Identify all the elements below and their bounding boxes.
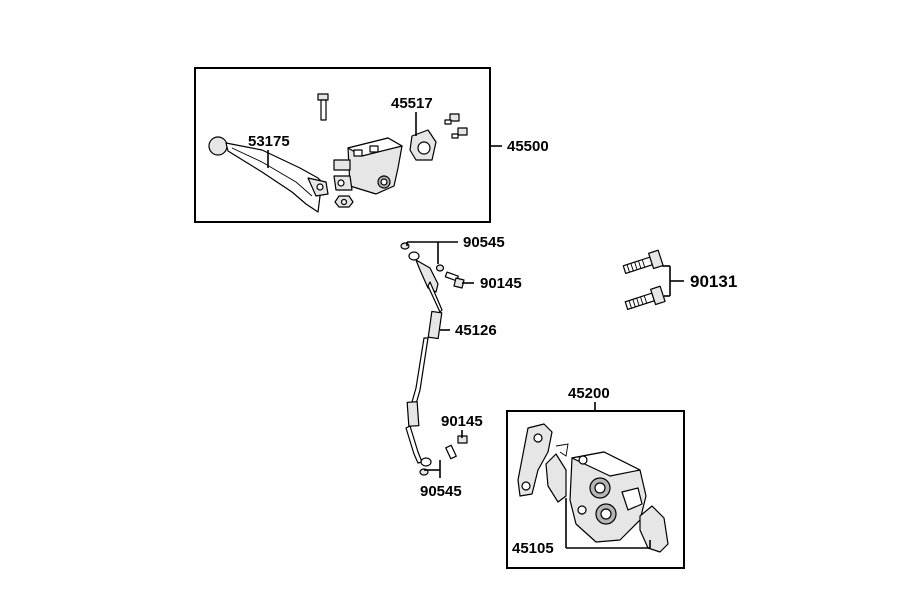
- label-45105: 45105: [512, 540, 554, 557]
- spring-clip-part: [555, 443, 569, 457]
- label-90545-bottom: 90545: [420, 483, 462, 500]
- label-90145-top: 90145: [480, 275, 522, 292]
- caliper-body-part: [569, 451, 647, 543]
- label-45500: 45500: [507, 138, 549, 155]
- leader-45105: [565, 498, 651, 549]
- leader-90545-top: [406, 241, 458, 264]
- pivot-bolt-part: [317, 93, 329, 121]
- brake-pad-inner-part: [545, 453, 567, 503]
- handlebar-clamp-part: [409, 112, 437, 161]
- caliper-assembly: 45200: [506, 385, 685, 569]
- bolt-90145-top-part: [435, 264, 465, 289]
- master-cylinder-assembly: 45517 53175: [194, 67, 491, 223]
- label-90145-bottom: 90145: [441, 413, 483, 430]
- brake-hose-part: [400, 242, 443, 476]
- leader-90545-bottom: [424, 460, 441, 478]
- caliper-bracket-part: [517, 423, 553, 497]
- assembly-box-45200: [506, 410, 685, 569]
- assembly-box-45500: [194, 67, 491, 223]
- label-90545-top: 90545: [463, 234, 505, 251]
- label-90131: 90131: [690, 272, 737, 291]
- label-53175: 53175: [248, 133, 290, 150]
- leader-90131: [662, 265, 684, 297]
- label-45200: 45200: [568, 385, 610, 402]
- clamp-bolts-part: [444, 113, 468, 139]
- bolt-90145-bottom-part: [445, 435, 468, 460]
- brake-pad-outer-part: [639, 505, 669, 553]
- brake-lever-part: [208, 136, 329, 213]
- label-45126: 45126: [455, 322, 497, 339]
- caliper-bolts-part: [622, 249, 666, 311]
- master-cylinder-part: [333, 137, 403, 195]
- label-45517: 45517: [391, 95, 433, 112]
- nut-part: [334, 195, 354, 208]
